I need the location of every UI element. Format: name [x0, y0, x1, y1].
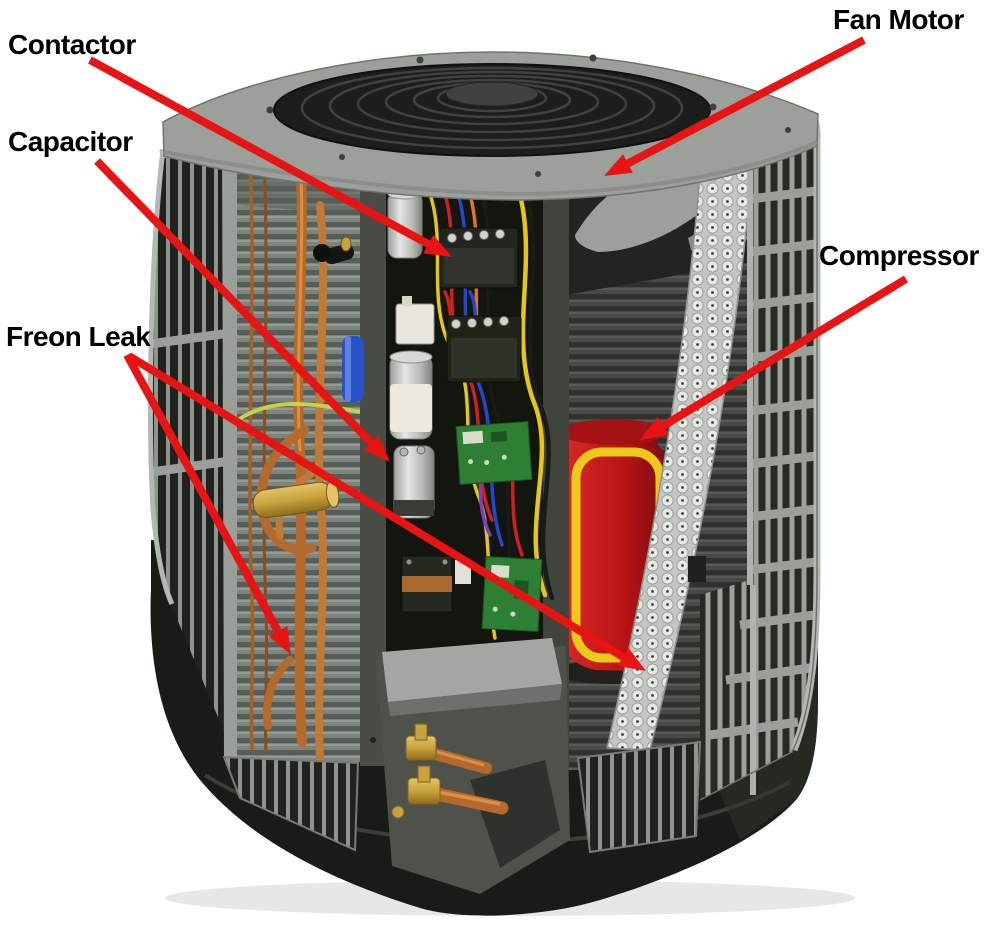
control-box: [395, 296, 435, 345]
mounting-shelf: [382, 638, 562, 702]
service-valves: [391, 723, 509, 819]
cap-screws: [266, 54, 791, 177]
lower-front-panel: [376, 638, 570, 894]
service-valve-knob: [313, 236, 354, 265]
arrow-line-contactor: [88, 56, 433, 250]
arrow-head-contactor: [423, 234, 452, 257]
fan-hub: [445, 81, 539, 107]
arrow-line-compressor: [658, 275, 909, 431]
brass-muffler: [252, 481, 340, 519]
label-capacitor: Capacitor: [8, 126, 133, 157]
arrow-line-freon-leak-2: [126, 352, 628, 662]
arrow-line-capacitor: [94, 158, 377, 448]
label-fan-motor: Fan Motor: [833, 4, 964, 35]
label-contactor: Contactor: [8, 29, 136, 60]
label-compressor: Compressor: [819, 240, 979, 271]
label-freon-leak: Freon Leak: [6, 321, 151, 352]
contactor-blocks: [439, 227, 522, 383]
arrow-head-capacitor: [363, 435, 390, 462]
fan-grille: [273, 63, 711, 157]
arrow-head-freon-leak-1: [268, 626, 291, 655]
coil-clip: [688, 556, 706, 582]
arrow-head-freon-leak-2: [617, 647, 646, 671]
bottom-louver-vent-left: [222, 755, 360, 852]
arrow-head-fan-motor: [604, 154, 633, 176]
arrow-line-freon-leak-1: [123, 353, 283, 636]
top-panel: [162, 51, 819, 201]
capacitor-cylinders: [387, 184, 435, 519]
arrow-head-compressor: [640, 417, 669, 440]
arrow-line-fan-motor: [623, 36, 866, 169]
right-louver-panel: [699, 110, 821, 801]
bottom-louver-vent-right: [576, 740, 702, 854]
transformer-box: [401, 555, 471, 613]
